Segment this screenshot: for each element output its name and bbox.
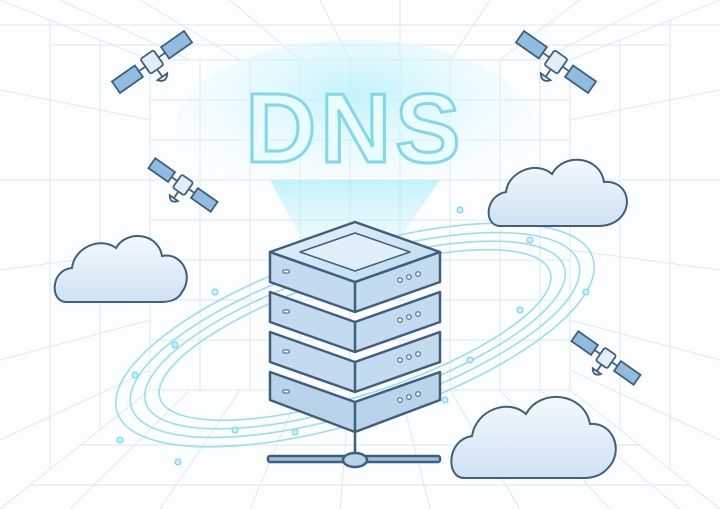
satellite-icon xyxy=(570,330,642,386)
dns-title: DNS xyxy=(246,73,465,183)
cloud-icon xyxy=(53,235,188,303)
satellite-icon xyxy=(110,29,194,95)
cloud-icon xyxy=(487,158,628,227)
server-stack-icon xyxy=(268,220,442,434)
server-lights xyxy=(282,269,421,403)
cloud-icon xyxy=(450,395,617,479)
satellite-icon xyxy=(514,29,598,95)
satellite-icon xyxy=(147,157,219,213)
title-glow xyxy=(175,40,535,220)
light-beam xyxy=(270,180,440,245)
network-base xyxy=(266,432,442,469)
orbit-nodes xyxy=(116,206,590,466)
